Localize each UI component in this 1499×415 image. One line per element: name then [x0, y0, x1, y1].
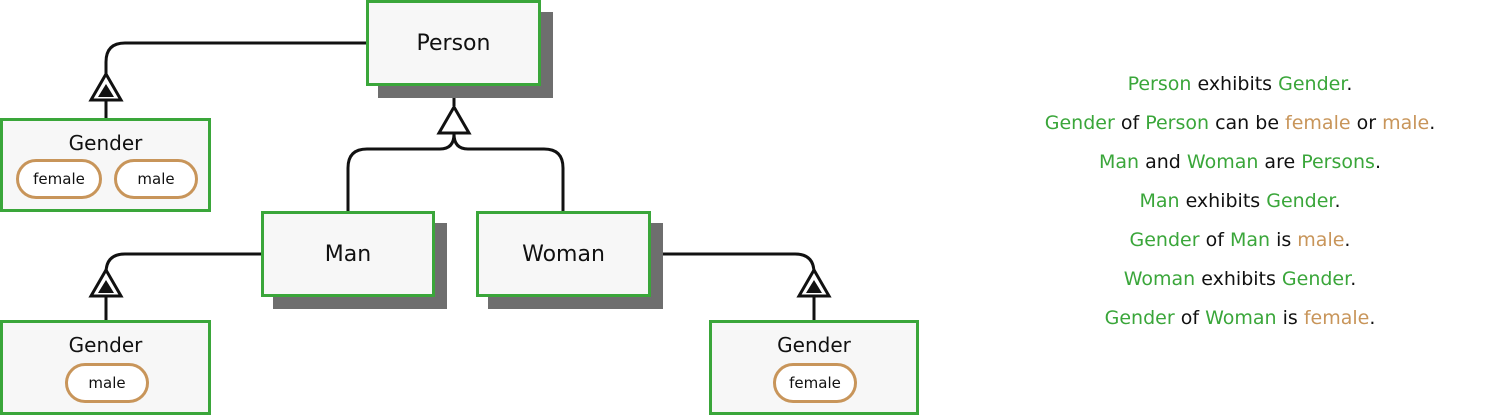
connective: is — [1270, 229, 1298, 251]
statement-line: Woman exhibits Gender. — [1010, 263, 1470, 302]
term: Persons — [1301, 151, 1375, 173]
connective: is — [1276, 307, 1304, 329]
value-term: female — [1303, 307, 1370, 329]
class-woman-label: Woman — [522, 241, 605, 267]
exhibition-triangle-woman — [796, 266, 832, 298]
value-female[interactable]: female — [16, 159, 102, 199]
connective: of — [1174, 307, 1206, 329]
class-person[interactable]: Person — [366, 0, 541, 86]
value-male[interactable]: male — [114, 159, 198, 199]
value-female[interactable]: female — [773, 363, 857, 403]
term: Gender — [1266, 190, 1335, 212]
connector-man-person — [346, 133, 456, 211]
attribute-woman-gender[interactable]: Gender female — [709, 320, 919, 415]
connective: . — [1429, 112, 1436, 134]
term: Woman — [1186, 151, 1259, 173]
attribute-title: Gender — [777, 333, 851, 357]
connective: . — [1350, 268, 1357, 290]
term: Gender — [1281, 268, 1351, 290]
connective: and — [1139, 151, 1187, 173]
statement-line: Gender of Person can be female or male. — [1010, 107, 1470, 146]
term: Person — [1145, 112, 1210, 134]
connective: exhibits — [1191, 73, 1279, 95]
generalization-triangle — [436, 103, 472, 135]
value-term: male — [1382, 112, 1430, 134]
connective: exhibits — [1195, 268, 1282, 290]
value-term: female — [1285, 112, 1351, 134]
term: Man — [1098, 151, 1140, 173]
term: Man — [1139, 190, 1180, 212]
connective: can be — [1209, 112, 1286, 134]
connective: . — [1374, 151, 1381, 173]
term: Person — [1127, 73, 1192, 95]
connective: or — [1350, 112, 1383, 134]
connective: . — [1369, 307, 1376, 329]
term: Gender — [1278, 73, 1347, 95]
connective: . — [1334, 190, 1341, 212]
connective: . — [1344, 229, 1351, 251]
term: Gender — [1104, 307, 1175, 329]
attribute-person-gender[interactable]: Gender female male — [0, 118, 211, 212]
attribute-title: Gender — [68, 333, 143, 357]
value-male[interactable]: male — [65, 363, 149, 403]
class-man-label: Man — [324, 241, 372, 267]
connective: of — [1199, 229, 1230, 251]
term: Gender — [1044, 112, 1115, 134]
exhibition-triangle-man — [88, 266, 124, 298]
connector-woman-gender — [650, 252, 816, 320]
attribute-man-gender[interactable]: Gender male — [0, 320, 211, 415]
class-person-label: Person — [416, 30, 491, 56]
statement-line: Gender of Man is male. — [1010, 224, 1470, 263]
term: Man — [1229, 229, 1271, 251]
connective: are — [1258, 151, 1302, 173]
exhibition-triangle-person — [88, 70, 124, 102]
connector-woman-person — [452, 133, 565, 211]
statement-line: Person exhibits Gender. — [1010, 68, 1470, 107]
connector-man-gender — [104, 252, 261, 320]
class-man[interactable]: Man — [261, 211, 435, 297]
statement-line: Gender of Woman is female. — [1010, 302, 1470, 341]
connective: of — [1114, 112, 1146, 134]
statement-line: Man exhibits Gender. — [1010, 185, 1470, 224]
connective: . — [1346, 73, 1353, 95]
statement-line: Man and Woman are Persons. — [1010, 146, 1470, 185]
value-term: male — [1297, 229, 1345, 251]
term: Gender — [1129, 229, 1200, 251]
attribute-title: Gender — [68, 131, 143, 155]
class-woman[interactable]: Woman — [476, 211, 651, 297]
statements-panel: Person exhibits Gender. Gender of Person… — [1010, 68, 1470, 341]
connector-person-gender — [104, 41, 366, 118]
term: Woman — [1205, 307, 1277, 329]
connective: exhibits — [1179, 190, 1267, 212]
term: Woman — [1123, 268, 1196, 290]
